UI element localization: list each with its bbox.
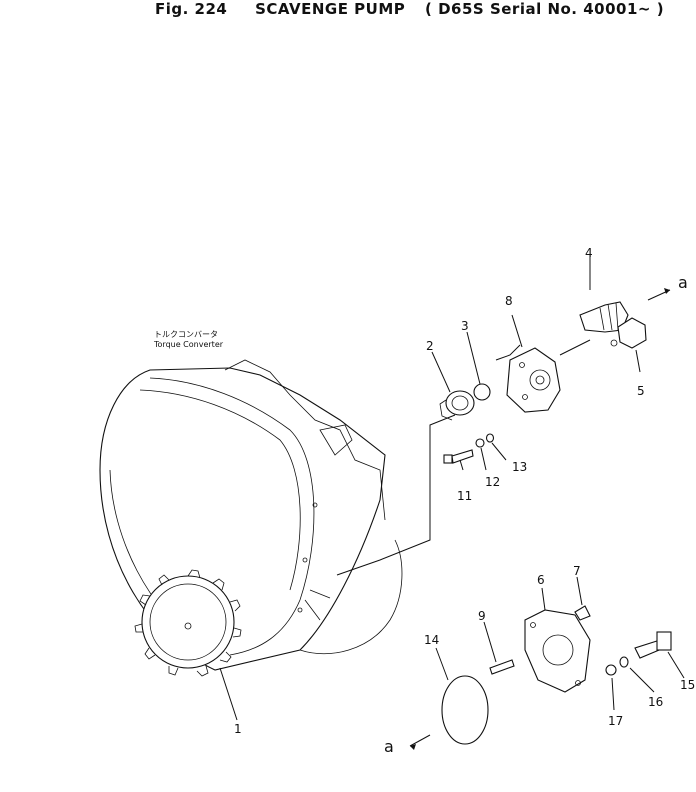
callout-15: 15: [680, 678, 695, 692]
callout-2: 2: [426, 339, 434, 353]
figure-title: Fig. 224 SCAVENGE PUMP ( D65S Serial No.…: [155, 0, 664, 18]
part-5-gear: [610, 317, 647, 349]
arrow-a-lower: a: [384, 737, 394, 756]
figure-number: Fig. 224: [155, 0, 228, 18]
part-6-cover: [524, 609, 591, 693]
callout-12: 12: [485, 475, 500, 489]
callout-5: 5: [637, 384, 645, 398]
callout-6: 6: [537, 573, 545, 587]
part-13-washer: [485, 433, 495, 443]
callout-7: 7: [573, 564, 581, 578]
callout-14: 14: [424, 633, 439, 647]
part-12-washer: [475, 438, 485, 448]
callout-3: 3: [461, 319, 469, 333]
serial-range: ( D65S Serial No. 40001~ ): [425, 0, 665, 18]
callout-16: 16: [648, 695, 663, 709]
callout-1: 1: [234, 722, 242, 736]
part-7-plug: [574, 605, 591, 621]
callout-17: 17: [608, 714, 623, 728]
part-14-o-ring: [441, 675, 489, 745]
callout-13: 13: [512, 460, 527, 474]
callout-4: 4: [585, 246, 593, 260]
callout-8: 8: [505, 294, 513, 308]
callout-11: 11: [457, 489, 472, 503]
callout-9: 9: [478, 609, 486, 623]
part-2-bearing: [439, 390, 475, 421]
part-17-washer: [605, 664, 617, 676]
part-1-gear: [134, 569, 242, 677]
part-11-bolt: [443, 449, 474, 464]
torque-converter-label-jp: トルクコンバータ: [154, 330, 218, 339]
arrow-a-upper: a: [678, 273, 688, 292]
part-15-bolt: [634, 631, 672, 659]
part-16-washer: [619, 656, 629, 668]
figure-name: SCAVENGE PUMP: [255, 0, 406, 18]
part-3-snap-ring: [473, 383, 491, 401]
assembly-lines: [219, 255, 685, 750]
part-9-pin: [489, 659, 515, 675]
part-8-pump-body: [506, 347, 561, 413]
torque-converter-label-en: Torque Converter: [153, 340, 224, 349]
